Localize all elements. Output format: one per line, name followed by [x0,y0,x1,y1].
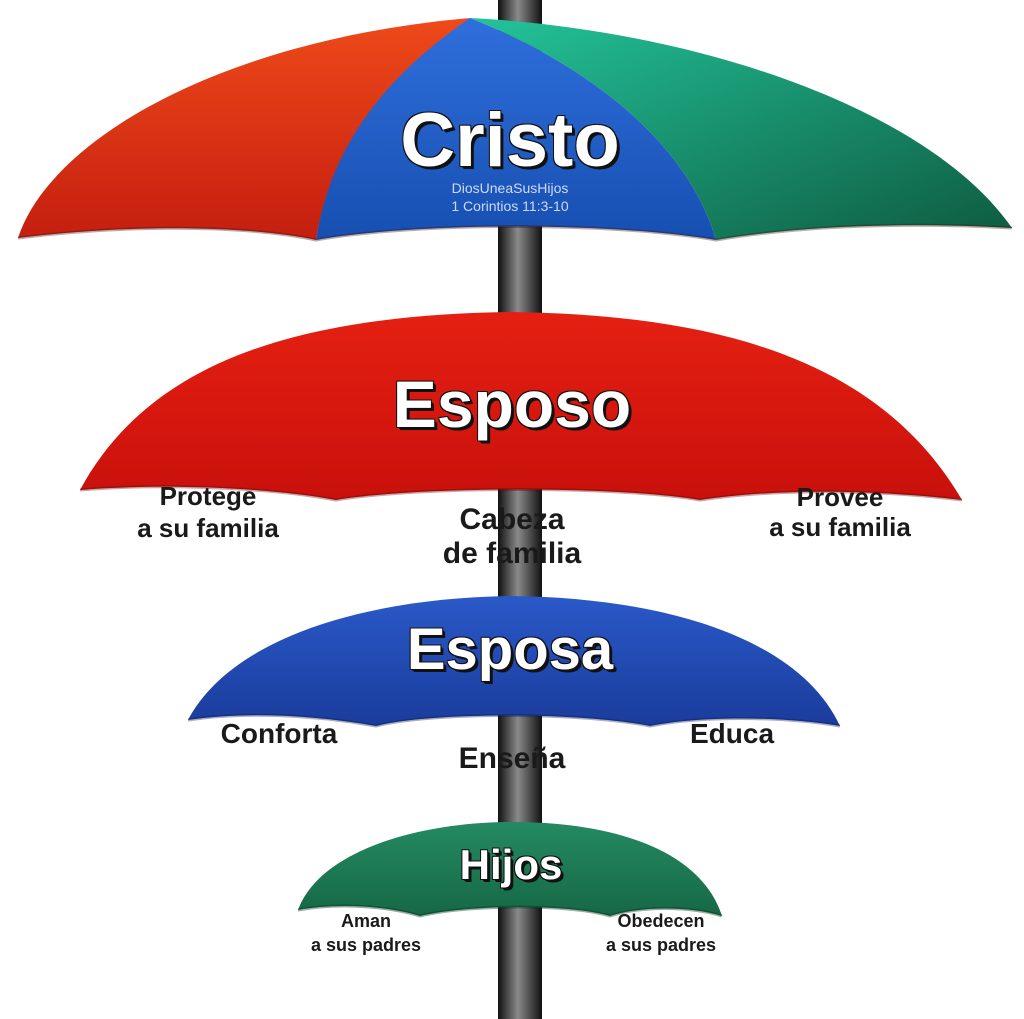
esposa-umbrella [187,596,841,728]
esposa-right-label: Educa [689,718,775,749]
esposo-left-label: Protege a su familia [137,481,279,543]
cristo-umbrella [17,18,1013,242]
cristo-title: Cristo [400,98,620,183]
esposa-center-label: Enseña [458,742,566,775]
cristo-panel-green [470,18,1012,240]
cristo-panel-red [18,18,470,240]
watermark-text: DiosUneaSusHijos [451,180,569,196]
esposo-title: Esposo [392,367,632,441]
hijos-right-label: Obedecen a sus padres [605,911,717,955]
cristo-panel-blue [316,18,716,240]
hijos-umbrella [297,822,723,918]
bible-reference: 1 Corintios 11:3-10 [451,198,569,214]
esposa-left-label: Conforta [220,718,338,749]
esposo-right-label: Provee a su familia [769,482,911,542]
esposo-umbrella [79,312,963,502]
esposo-center-label: Cabeza de familia [442,503,582,570]
hijos-left-label: Aman a sus padres [310,911,422,955]
hijos-title: Hijos [459,841,563,888]
esposa-title: Esposa [406,617,614,682]
